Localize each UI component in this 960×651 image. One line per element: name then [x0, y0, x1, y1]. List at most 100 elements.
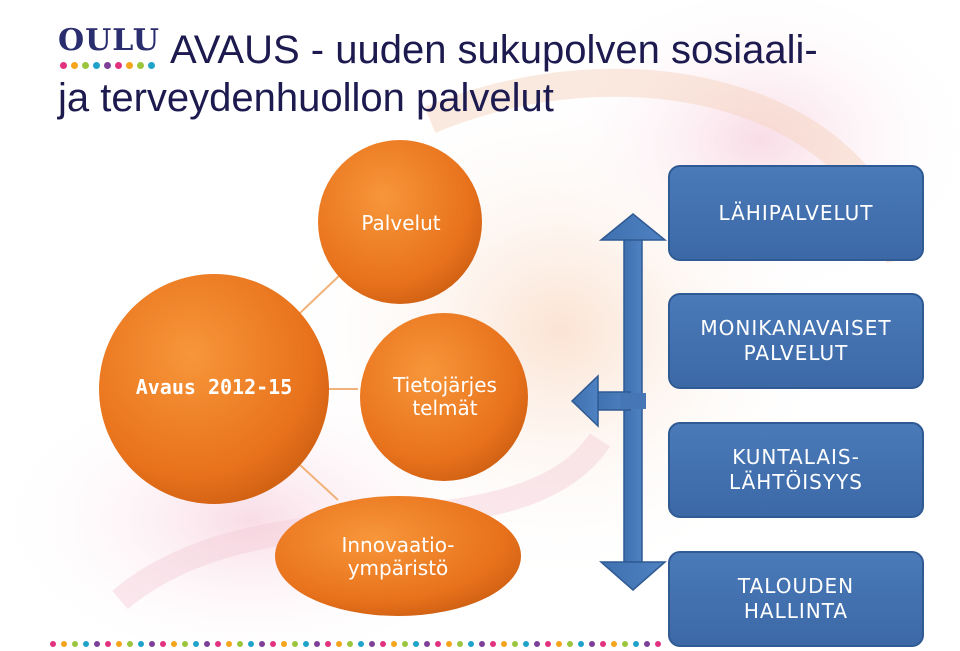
footer-dot	[72, 641, 78, 647]
footer-dot	[193, 641, 199, 647]
logo-dot	[71, 62, 78, 69]
footer-dot	[226, 641, 232, 647]
title-line-2: ja terveydenhuollon palvelut	[58, 76, 554, 120]
footer-dot	[270, 641, 276, 647]
logo-dot	[82, 62, 89, 69]
footer-dot	[347, 641, 353, 647]
footer-dot	[83, 641, 89, 647]
footer-dot	[435, 641, 441, 647]
box-talouden-line-1: TALOUDEN	[737, 574, 855, 598]
innovaatio-line-1: Innovaatio-	[341, 533, 455, 557]
title-line-1: AVAUS - uuden sukupolven sosiaali-	[170, 28, 818, 72]
box-talouden-hallinta: TALOUDEN HALLINTA	[668, 551, 924, 647]
footer-dot	[138, 641, 144, 647]
footer-dot	[644, 641, 650, 647]
palvelut-label-text: Palvelut	[361, 210, 441, 235]
oulu-logo: OULU	[58, 26, 168, 76]
footer-dot	[160, 641, 166, 647]
logo-dot	[126, 62, 133, 69]
tietojarjestelmat-line-1: Tietojärjes	[393, 373, 497, 397]
footer-dot	[622, 641, 628, 647]
footer-dot	[534, 641, 540, 647]
footer-dot	[545, 641, 551, 647]
tietojarjestelmat-circle	[360, 313, 528, 481]
footer-dot	[94, 641, 100, 647]
palvelut-label: Palvelut	[330, 210, 472, 236]
innovaatio-ellipse	[275, 496, 521, 616]
logo-dot	[137, 62, 144, 69]
footer-dot	[105, 641, 111, 647]
innovaatio-label: Innovaatio- ympäristö	[300, 532, 496, 582]
tietojarjestelmat-line-2: telmät	[412, 396, 478, 420]
box-kuntalaislahtoisyys: KUNTALAIS- LÄHTÖISYYS	[668, 422, 924, 518]
connector-center-palvelut	[299, 274, 341, 314]
box-monikanavaiset-line-1: MONIKANAVAISET	[700, 316, 892, 340]
footer-dot	[61, 641, 67, 647]
footer-dot	[336, 641, 342, 647]
footer-dot	[215, 641, 221, 647]
center-label-text: Avaus 2012-15	[135, 374, 293, 399]
footer-dot	[578, 641, 584, 647]
footer-dot	[501, 641, 507, 647]
footer-dot	[523, 641, 529, 647]
logo-text: OULU	[58, 23, 160, 58]
footer-dot	[556, 641, 562, 647]
footer-dot	[182, 641, 188, 647]
innovaatio-line-2: ympäristö	[347, 556, 449, 580]
footer-dot	[457, 641, 463, 647]
footer-dot	[424, 641, 430, 647]
logo-dots	[60, 62, 155, 69]
footer-dot	[369, 641, 375, 647]
palvelut-circle	[318, 140, 482, 304]
footer-dot	[248, 641, 254, 647]
center-label: Avaus 2012-15	[106, 372, 322, 402]
center-circle	[99, 274, 329, 504]
footer-dot	[600, 641, 606, 647]
footer-dot	[50, 641, 56, 647]
box-monikanavaiset-line-2: PALVELUT	[743, 341, 849, 365]
footer-dot	[281, 641, 287, 647]
connector-center-innovaatio	[299, 464, 339, 501]
box-kuntalais-line-1: KUNTALAIS-	[732, 445, 860, 469]
footer-dots	[50, 641, 661, 647]
footer-dot	[292, 641, 298, 647]
logo-dot	[104, 62, 111, 69]
logo-dot	[115, 62, 122, 69]
box-lahipalvelut-text: LÄHIPALVELUT	[718, 200, 874, 225]
footer-dot	[512, 641, 518, 647]
footer-dot	[633, 641, 639, 647]
footer-dot	[413, 641, 419, 647]
footer-dot	[655, 641, 661, 647]
footer-dot	[237, 641, 243, 647]
footer-dot	[380, 641, 386, 647]
footer-dot	[446, 641, 452, 647]
footer-dot	[567, 641, 573, 647]
box-monikanavaiset: MONIKANAVAISET PALVELUT	[668, 293, 924, 389]
logo-dot	[93, 62, 100, 69]
box-talouden-line-2: HALLINTA	[743, 599, 849, 623]
double-arrow	[570, 213, 668, 591]
logo-dot	[60, 62, 67, 69]
slide-title: AVAUS - uuden sukupolven sosiaali- ja te…	[58, 26, 938, 122]
box-lahipalvelut: LÄHIPALVELUT	[668, 165, 924, 261]
footer-dot	[325, 641, 331, 647]
footer-dot	[468, 641, 474, 647]
footer-dot	[402, 641, 408, 647]
logo-dot	[148, 62, 155, 69]
footer-dot	[314, 641, 320, 647]
footer-dot	[490, 641, 496, 647]
footer-dot	[127, 641, 133, 647]
footer-dot	[391, 641, 397, 647]
footer-dot	[611, 641, 617, 647]
footer-dot	[149, 641, 155, 647]
footer-dot	[589, 641, 595, 647]
footer-dot	[259, 641, 265, 647]
footer-dot	[171, 641, 177, 647]
footer-dot	[116, 641, 122, 647]
footer-dot	[479, 641, 485, 647]
box-kuntalais-line-2: LÄHTÖISYYS	[728, 470, 863, 494]
footer-dot	[358, 641, 364, 647]
footer-dot	[204, 641, 210, 647]
footer-dot	[303, 641, 309, 647]
